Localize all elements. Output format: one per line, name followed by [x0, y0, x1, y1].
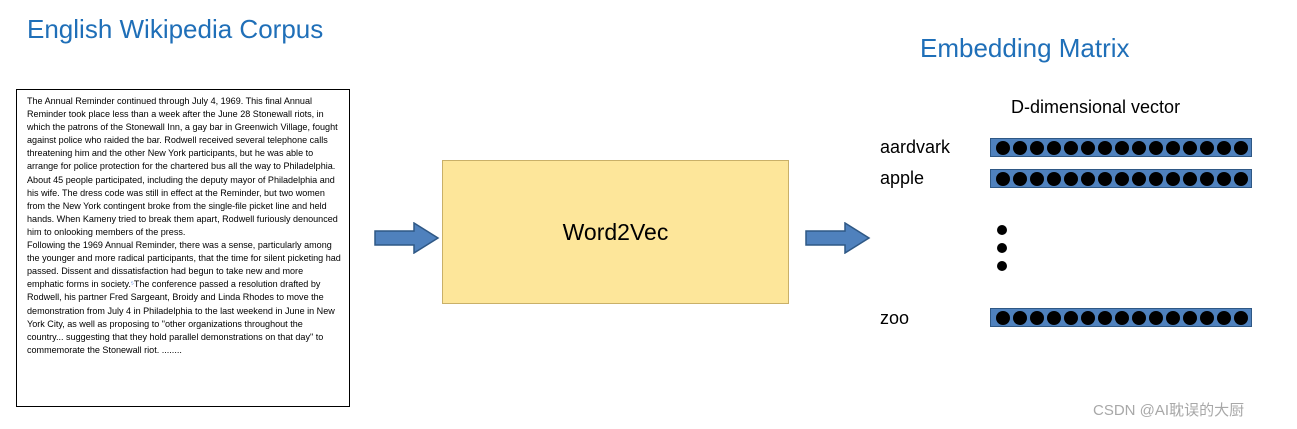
vector-component-dot — [1047, 171, 1061, 186]
embedding-matrix-title: Embedding Matrix — [920, 33, 1130, 63]
vector-component-dot — [1132, 171, 1146, 186]
vector-component-dot — [1200, 171, 1214, 186]
word-label-zoo: zoo — [880, 308, 910, 328]
embedding-vector-zoo — [990, 308, 1252, 327]
vector-component-dot — [1200, 140, 1214, 155]
corpus-title: English Wikipedia Corpus — [27, 14, 324, 44]
ellipsis-dot — [997, 243, 1007, 253]
vector-component-dot — [1115, 310, 1129, 325]
vector-component-dot — [1030, 310, 1044, 325]
corpus-paragraph-1: The Annual Reminder continued through Ju… — [27, 96, 338, 237]
vertical-ellipsis-icon — [997, 225, 1007, 279]
vector-component-dot — [1098, 310, 1112, 325]
word-label-aardvark: aardvark — [880, 137, 951, 157]
vector-component-dot — [1234, 310, 1248, 325]
vector-component-dot — [1064, 310, 1078, 325]
vector-component-dot — [1217, 310, 1231, 325]
vector-component-dot — [1013, 140, 1027, 155]
vector-component-dot — [1013, 171, 1027, 186]
corpus-text: The Annual Reminder continued through Ju… — [27, 95, 341, 357]
vector-component-dot — [1030, 140, 1044, 155]
vector-component-dot — [1217, 140, 1231, 155]
vector-component-dot — [996, 171, 1010, 186]
reference-mark: ⁵ — [130, 281, 134, 289]
vector-component-dot — [1047, 310, 1061, 325]
vector-component-dot — [1166, 171, 1180, 186]
vector-component-dot — [1064, 171, 1078, 186]
vector-component-dot — [1047, 140, 1061, 155]
dimension-label: D-dimensional vector — [1011, 97, 1181, 117]
vector-component-dot — [1098, 140, 1112, 155]
vector-component-dot — [1064, 140, 1078, 155]
vector-component-dot — [1013, 310, 1027, 325]
vector-component-dot — [1234, 140, 1248, 155]
vector-component-dot — [996, 310, 1010, 325]
vector-component-dot — [1115, 171, 1129, 186]
vector-component-dot — [1149, 140, 1163, 155]
vector-component-dot — [1166, 310, 1180, 325]
vector-component-dot — [1149, 171, 1163, 186]
vector-component-dot — [1183, 140, 1197, 155]
ellipsis-dot — [997, 225, 1007, 235]
word2vec-box: Word2Vec — [442, 160, 789, 304]
ellipsis-dot — [997, 261, 1007, 271]
corpus-text-box: The Annual Reminder continued through Ju… — [16, 89, 350, 407]
watermark: CSDN @AI耽误的大厨 — [1093, 402, 1245, 419]
embedding-vector-aardvark — [990, 138, 1252, 157]
vector-component-dot — [1183, 310, 1197, 325]
vector-component-dot — [1081, 171, 1095, 186]
corpus-paragraph-2: Following the 1969 Annual Reminder, ther… — [27, 239, 341, 357]
vector-component-dot — [1200, 310, 1214, 325]
word2vec-label: Word2Vec — [562, 218, 669, 245]
right-arrow-icon — [805, 222, 871, 254]
vector-component-dot — [1132, 310, 1146, 325]
right-arrow-icon — [374, 222, 440, 254]
embedding-vector-apple — [990, 169, 1252, 188]
vector-component-dot — [1217, 171, 1231, 186]
vector-component-dot — [1098, 171, 1112, 186]
vector-component-dot — [1081, 310, 1095, 325]
corpus-paragraph-2-start: Following the 1969 Annual Reminder, ther… — [27, 240, 341, 290]
corpus-paragraph-2-end: The conference passed a resolution draft… — [27, 279, 335, 355]
word-label-apple: apple — [880, 168, 925, 188]
vector-component-dot — [1149, 310, 1163, 325]
vector-component-dot — [1234, 171, 1248, 186]
vector-component-dot — [1030, 171, 1044, 186]
vector-component-dot — [1115, 140, 1129, 155]
vector-component-dot — [1183, 171, 1197, 186]
vector-component-dot — [1081, 140, 1095, 155]
vector-component-dot — [996, 140, 1010, 155]
vector-component-dot — [1132, 140, 1146, 155]
vector-component-dot — [1166, 140, 1180, 155]
